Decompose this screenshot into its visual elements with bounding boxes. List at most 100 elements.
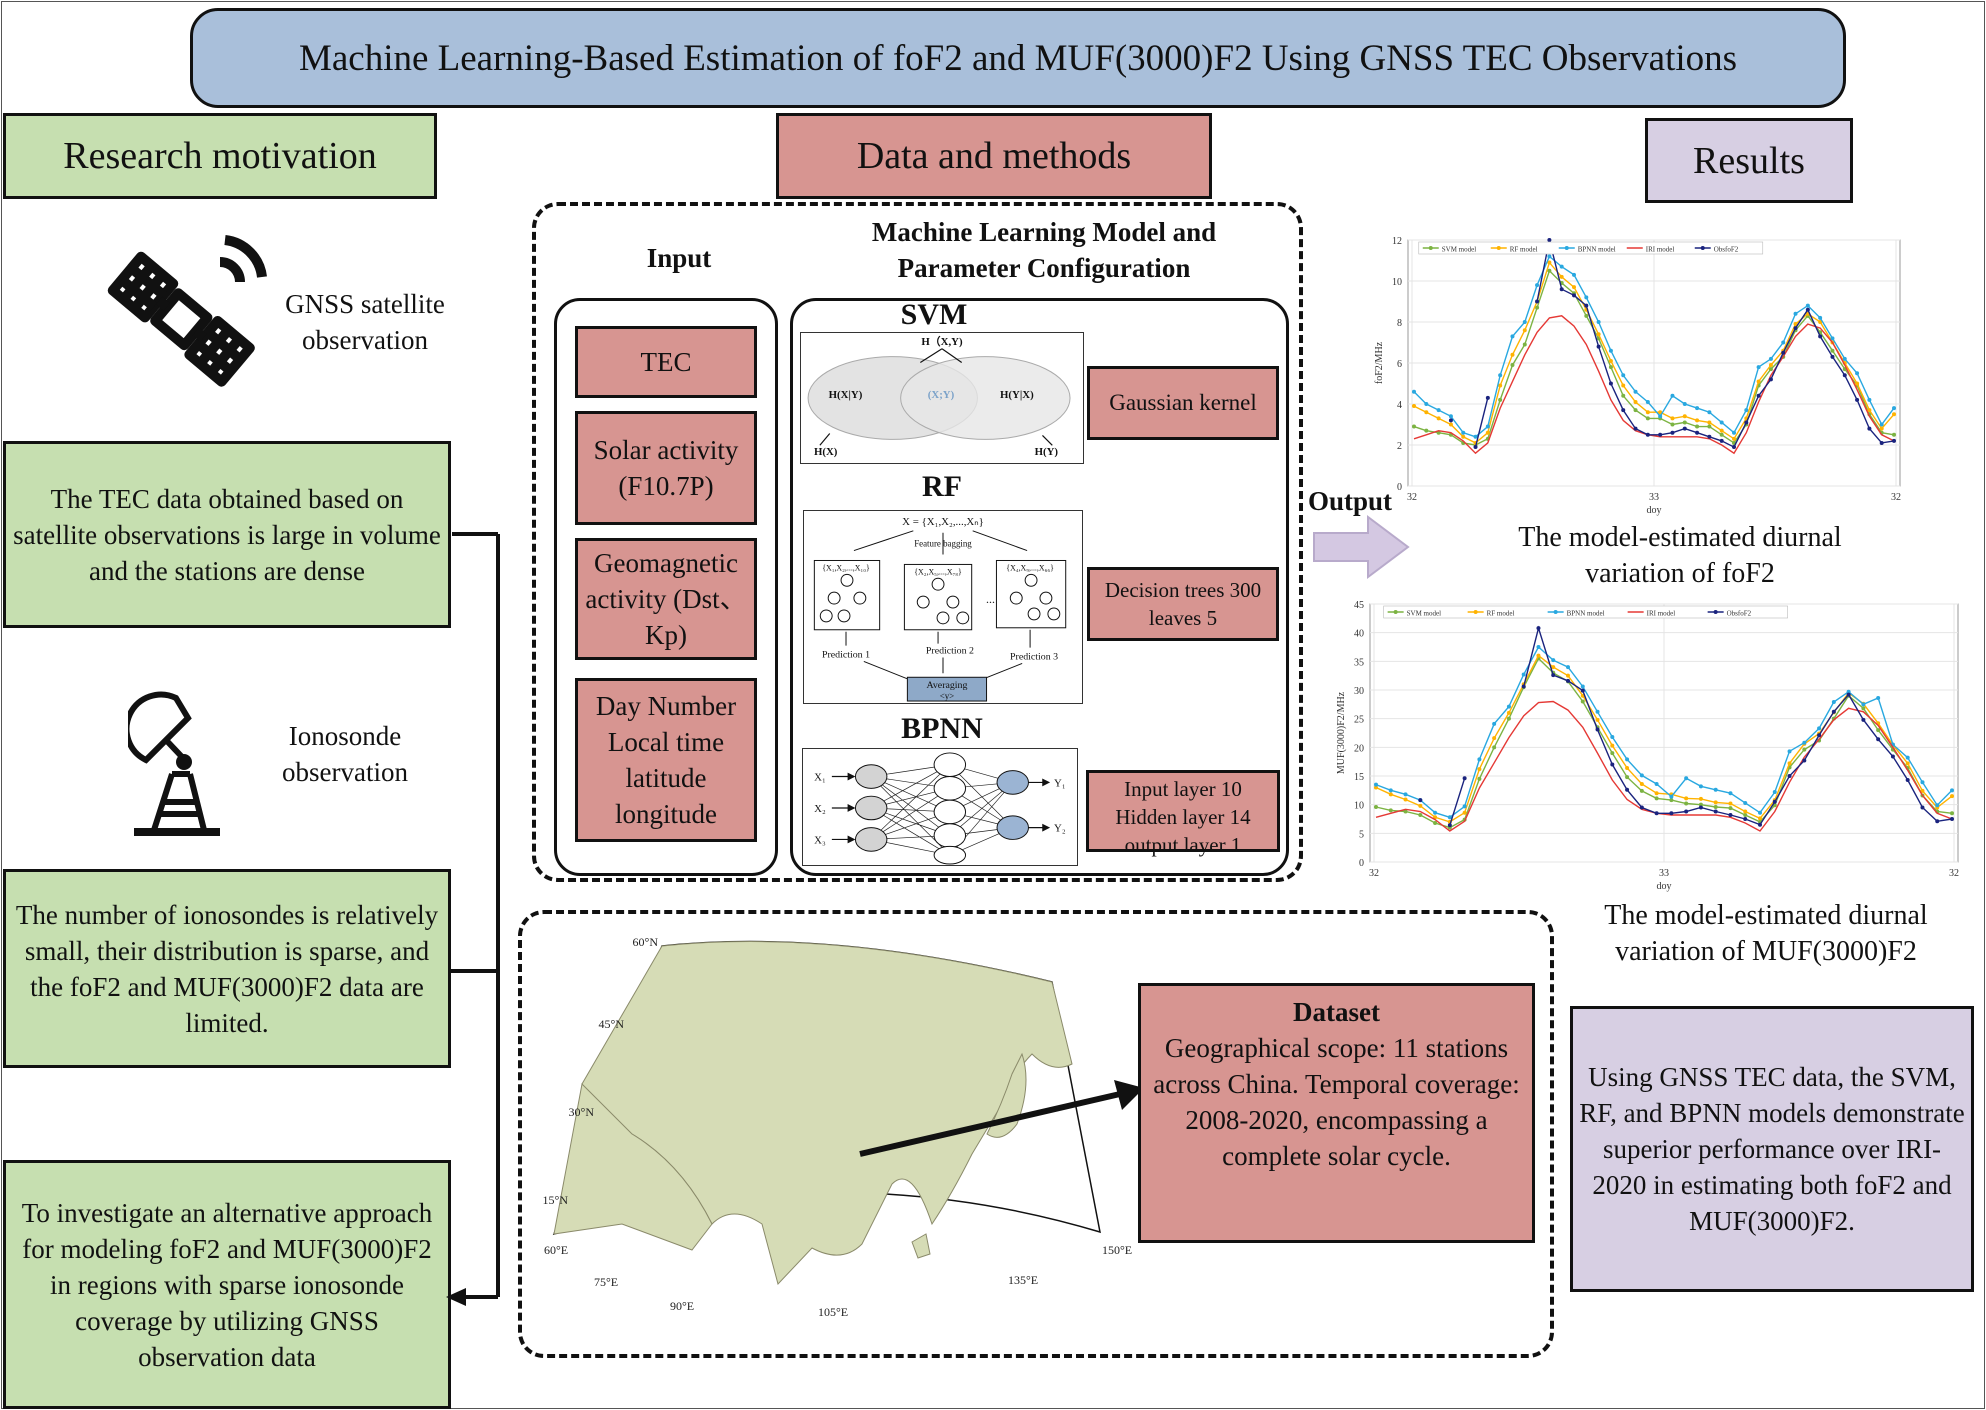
model-box (790, 298, 1289, 876)
dataset-title: Dataset (1293, 997, 1380, 1027)
chart0-ytick-label: 6 (1397, 359, 1402, 370)
chart1-series-4-point (1654, 811, 1659, 816)
chart0-series-2-point (1793, 311, 1798, 316)
chart1-series-2-point (1492, 721, 1497, 726)
chart0-series-1-point (1596, 332, 1601, 337)
model-config-heading: Machine Learning Model and Parameter Con… (871, 217, 1217, 283)
chart1-series-2-point (1521, 672, 1526, 677)
chart1-ytick-label: 10 (1354, 801, 1364, 812)
bpnn-input-1: X₁ (814, 771, 826, 783)
ionosonde-limit-box: The number of ionosondes is relatively s… (3, 869, 451, 1068)
chart0-legend-label-0: SVM model (1442, 246, 1476, 254)
chart0-series-4-point (1707, 434, 1712, 439)
chart0-series-4-point (1818, 334, 1823, 339)
chart1-series-2-point (1950, 788, 1954, 793)
output-label: Output (1308, 486, 1393, 516)
chart0-series-line-1 (1413, 261, 1895, 444)
chart1-legend-marker-2 (1553, 610, 1558, 614)
bpnn-output-2: Y₂ (1054, 823, 1066, 835)
chart0-series-4-point (1793, 326, 1798, 331)
chart0-series-4-point (1448, 418, 1453, 423)
svm-hx-label: H(X) (814, 446, 838, 458)
chart0-series-1-point (1412, 404, 1416, 409)
chart0-series-4-point (1768, 377, 1773, 382)
rf-average-symbol: <y> (940, 691, 954, 701)
chart0-series-0-point (1510, 363, 1515, 368)
india-shape (553, 1082, 713, 1251)
chart0-series-2-point (1547, 254, 1552, 259)
chart1-series-1-point (1728, 801, 1733, 806)
chart1-series-2-point (1802, 740, 1807, 745)
chart1-series-0-point (1477, 776, 1482, 781)
chart1-series-1-point (1610, 743, 1615, 748)
chart0-series-4-point (1633, 426, 1638, 431)
chart0-series-4-point (1608, 381, 1613, 386)
chart0-series-1-point (1547, 260, 1552, 265)
data-methods-header: Data and methods (776, 113, 1212, 199)
chart0-series-1-point (1682, 414, 1687, 419)
chart1-series-1-point (1950, 794, 1954, 799)
bracket-connector (446, 532, 500, 1306)
chart1-series-2-point (1403, 792, 1408, 797)
chart1-series-2-point (1920, 780, 1925, 785)
chart0-series-1-point (1572, 285, 1576, 290)
chart0-series-2-point (1756, 365, 1761, 370)
chart1-series-1-point (1462, 810, 1467, 815)
chart1-series-4-point (1758, 822, 1762, 827)
chart0-series-1-point (1608, 358, 1613, 363)
chart1-series-2-point (1654, 782, 1659, 787)
chart0-series-4-point (1584, 303, 1589, 308)
input-heading: Input (646, 243, 712, 273)
results-header: Results (1645, 118, 1853, 203)
chart0-series-4-point (1756, 393, 1761, 398)
chart0-series-2-point (1424, 402, 1429, 406)
chart0-series-2-point (1412, 389, 1416, 394)
chart1-series-1-point (1388, 792, 1393, 797)
chart1-series-1-point (1698, 796, 1703, 801)
chart1-series-4-point (1625, 787, 1630, 792)
bpnn-output-1: Y₁ (1054, 777, 1066, 789)
chart1-series-4-point (1905, 778, 1910, 783)
chart1-series-2-point (1669, 794, 1674, 799)
chart1-series-2-point (1566, 665, 1570, 670)
chart1-series-2-point (1462, 804, 1467, 809)
chart0-series-4-point (1485, 395, 1490, 400)
map-lon-75: 75°E (594, 1275, 618, 1289)
chart1-series-4-point (1713, 809, 1718, 814)
map-lon-135: 135°E (1008, 1273, 1038, 1287)
chart0-series-2-point (1781, 340, 1786, 345)
chart0-legend-label-3: IRI model (1646, 246, 1675, 254)
chart1-ylabel: MUF(3000)F2/MHz (1336, 691, 1347, 774)
chart1-series-4-point (1890, 754, 1895, 759)
chart0-series-1-point (1424, 410, 1429, 415)
chart1-series-4-point (1521, 684, 1526, 689)
chart1-series-0-point (1698, 802, 1703, 807)
rf-prediction-1: Prediction 1 (822, 649, 870, 660)
chart1-series-0-point (1492, 745, 1497, 750)
chart1-series-4-point (1935, 819, 1940, 824)
chart0-series-4-point (1621, 408, 1626, 413)
svm-mutual-label: (X;Y) (928, 389, 955, 401)
chart0-series-4-point (1645, 432, 1650, 437)
svm-cond-xy-label: H(X|Y) (829, 389, 863, 401)
bpnn-input-layer: Input layer 10 (1124, 777, 1242, 801)
chart1-series-4-point (1728, 812, 1733, 817)
chart1-series-4-point (1595, 727, 1600, 732)
chart0-series-2-point (1436, 408, 1441, 413)
chart0-series-0-point (1719, 432, 1724, 437)
chart1-legend-marker-1 (1473, 610, 1478, 614)
chart1-series-1-point (1920, 788, 1925, 793)
chart0-ytick-label: 12 (1392, 236, 1402, 247)
chart1-series-4-point (1802, 758, 1807, 763)
input-box (554, 298, 778, 876)
rf-set-label: X = {X₁,X₂,...,Xₙ} (902, 516, 984, 528)
chart0-series-2-point (1855, 371, 1860, 376)
chart0-series-4-point (1805, 307, 1810, 312)
chart0-series-4-point (1879, 440, 1884, 445)
chart0-series-1-point (1756, 379, 1761, 384)
rf-prediction-3: Prediction 3 (1010, 651, 1058, 662)
rf-param-box: Decision trees 300 leaves 5 (1087, 567, 1279, 641)
chart1-series-4-point (1610, 762, 1615, 767)
fof2-caption: The model-estimated diurnal variation of… (1518, 522, 1842, 589)
chart0-series-0-point (1633, 408, 1638, 413)
